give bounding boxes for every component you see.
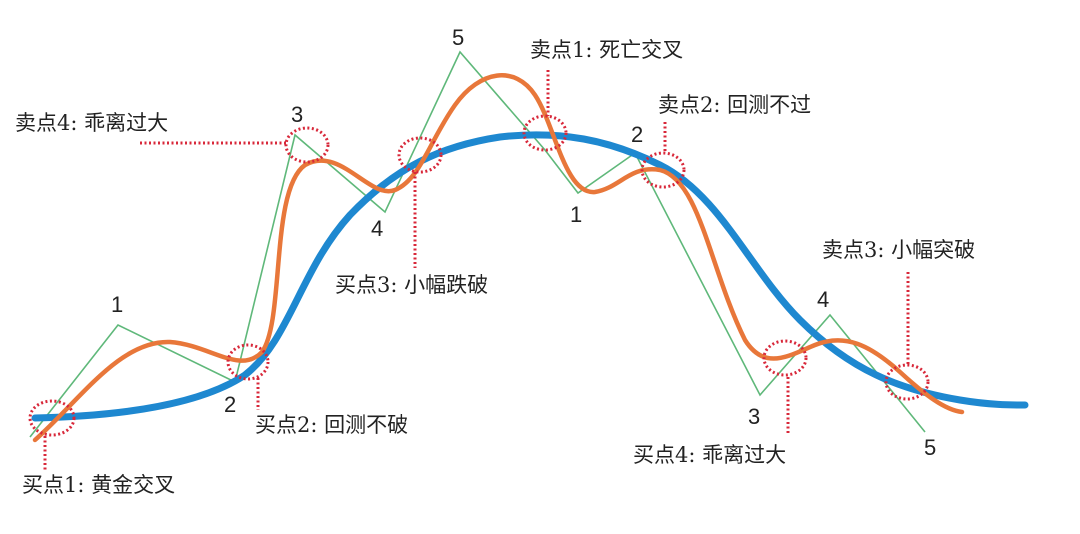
short-moving-average-curve — [32, 73, 965, 443]
sell3-label: 卖点3: 小幅突破 — [822, 238, 975, 262]
wave-up-4: 4 — [371, 216, 383, 241]
sell2-marker-ring — [640, 151, 686, 189]
buy4-marker-ring — [762, 339, 808, 377]
wave-up-5: 5 — [452, 25, 464, 50]
buy1-marker-ring — [28, 399, 76, 437]
sell4-marker-ring — [284, 126, 330, 164]
long-moving-average-curve — [31, 131, 1029, 422]
wave-down-1: 1 — [570, 202, 582, 227]
wave-up-3: 3 — [291, 102, 303, 127]
wave-up-1: 1 — [111, 292, 123, 317]
sell3-marker-ring — [884, 363, 930, 401]
wave-up-2: 2 — [224, 392, 236, 417]
wave-down-4: 4 — [817, 287, 829, 312]
sell4-label: 卖点4: 乖离过大 — [15, 111, 168, 135]
buy2-label: 买点2: 回测不破 — [255, 413, 408, 437]
wave-down-5: 5 — [924, 435, 936, 460]
sell1-marker-ring — [522, 114, 568, 152]
wave-down-3: 3 — [748, 404, 760, 429]
buy3-label: 买点3: 小幅跌破 — [335, 273, 488, 297]
buy3-marker-ring — [397, 136, 443, 174]
wave-down-2: 2 — [631, 122, 643, 147]
sell2-label: 卖点2: 回测不过 — [658, 93, 811, 117]
buy1-label: 买点1: 黄金交叉 — [22, 473, 175, 497]
buy2-marker-ring — [226, 343, 270, 381]
price-zigzag-line — [29, 50, 926, 438]
sell1-label: 卖点1: 死亡交叉 — [530, 38, 683, 62]
buy4-label: 买点4: 乖离过大 — [633, 443, 786, 467]
